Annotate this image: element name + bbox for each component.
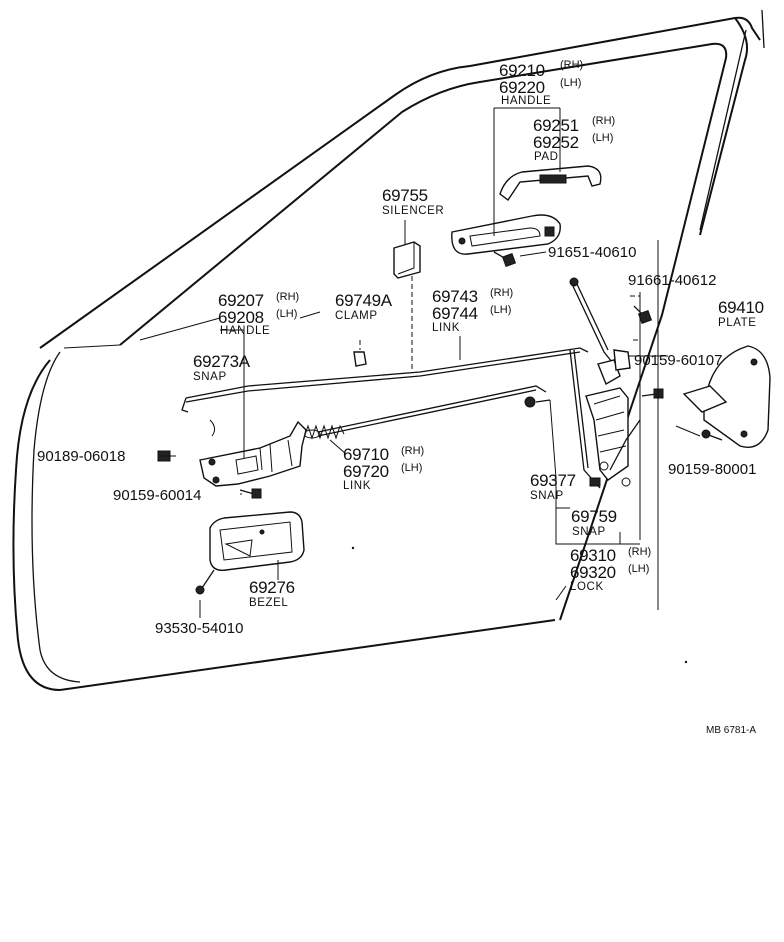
outside-handle <box>451 214 561 255</box>
clamp-part <box>353 351 367 367</box>
link-upper-side-rh: (RH) <box>490 287 513 299</box>
plate-name: PLATE <box>718 317 757 329</box>
screw-93530 <box>195 569 215 595</box>
silencer-name: SILENCER <box>382 205 444 217</box>
handle-inner-side-lh: (LH) <box>276 308 297 320</box>
door-outline <box>12 9 765 692</box>
snap-upper-name: SNAP <box>193 371 227 383</box>
handle-inner-pn-rh: 69207 <box>218 291 264 310</box>
snap-upper-pn: 69273A <box>193 352 251 371</box>
clamp-pn: 69749A <box>335 291 393 310</box>
figure-code: MB 6781-A <box>706 725 756 736</box>
lower-link-rod <box>295 385 547 440</box>
snap-69377-name: SNAP <box>530 490 564 502</box>
link-lower-pn-lh: 69720 <box>343 462 389 481</box>
pad-name: PAD <box>534 151 559 163</box>
screw-93530-pn: 93530-54010 <box>155 620 243 637</box>
snap-69759 <box>589 477 601 487</box>
clamp-name: CLAMP <box>335 310 378 322</box>
link-upper-name: LINK <box>432 322 460 334</box>
handle-pad <box>499 165 602 202</box>
handle-outer-pn-rh: 69210 <box>499 61 545 80</box>
link-lower-name: LINK <box>343 480 371 492</box>
door-lock-assembly <box>569 277 641 489</box>
snap-69377 <box>524 396 551 408</box>
handle-outer-pn-lh: 69220 <box>499 78 545 97</box>
screw-90159-60107-pn: 90159-60107 <box>634 352 722 369</box>
bolt-91661-pn: 91661-40612 <box>628 272 716 289</box>
pad-side-lh: (LH) <box>592 132 613 144</box>
link-upper-side-lh: (LH) <box>490 304 511 316</box>
snap-69759-name: SNAP <box>572 526 606 538</box>
link-upper-pn-rh: 69743 <box>432 287 478 306</box>
pad-pn-rh: 69251 <box>533 116 579 135</box>
bolt-91651 <box>493 251 517 268</box>
lock-side-lh: (LH) <box>628 563 649 575</box>
bolt-91651-pn: 91651-40610 <box>548 244 636 261</box>
bolt-91661 <box>633 305 653 325</box>
clip-90189-pn: 90189-06018 <box>37 448 125 465</box>
link-lower-pn-rh: 69710 <box>343 445 389 464</box>
screw-90159-80001 <box>701 429 723 441</box>
striker-plate <box>682 345 771 448</box>
lock-pn-rh: 69310 <box>570 546 616 565</box>
link-upper-pn-lh: 69744 <box>432 304 478 323</box>
snap-69759-pn: 69759 <box>571 507 617 526</box>
link-lower-side-lh: (LH) <box>401 462 422 474</box>
handle-inner-pn-lh: 69208 <box>218 308 264 327</box>
bezel-name: BEZEL <box>249 597 288 609</box>
silencer-pn: 69755 <box>382 186 428 205</box>
lock-pn-lh: 69320 <box>570 563 616 582</box>
silencer-block <box>393 241 421 279</box>
screw-90159-80001-pn: 90159-80001 <box>668 461 756 478</box>
handle-outer-side-rh: (RH) <box>560 59 583 71</box>
handle-outer-side-lh: (LH) <box>560 77 581 89</box>
handle-outer-name: HANDLE <box>501 95 551 107</box>
stray-dot <box>351 546 355 550</box>
plate-pn: 69410 <box>718 298 764 317</box>
lock-name: LOCK <box>570 581 604 593</box>
bezel-pn: 69276 <box>249 578 295 597</box>
screw-90159-60107 <box>641 388 664 399</box>
pad-pn-lh: 69252 <box>533 133 579 152</box>
stray-dot <box>684 660 688 664</box>
pad-side-rh: (RH) <box>592 115 615 127</box>
screw-90159-60014 <box>239 488 262 499</box>
leader-lines <box>139 107 701 618</box>
handle-inner-side-rh: (RH) <box>276 291 299 303</box>
handle-inner-name: HANDLE <box>220 325 270 337</box>
link-lower-side-rh: (RH) <box>401 445 424 457</box>
screw-90159-60014-pn: 90159-60014 <box>113 487 201 504</box>
inside-handle-assembly <box>199 420 307 487</box>
snap-69377-pn: 69377 <box>530 471 576 490</box>
lock-side-rh: (RH) <box>628 546 651 558</box>
upper-link-rod <box>181 347 589 437</box>
inside-handle-bezel <box>209 511 305 571</box>
